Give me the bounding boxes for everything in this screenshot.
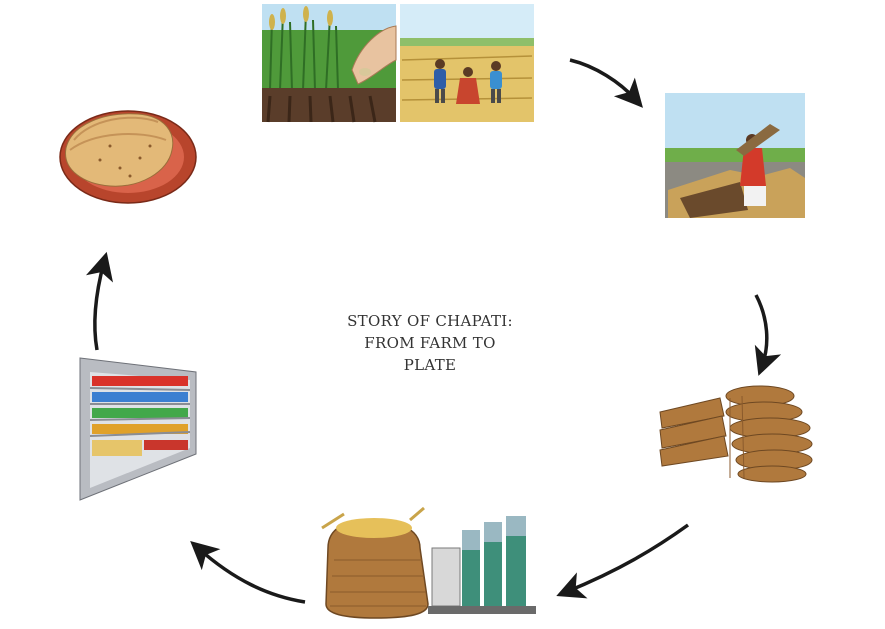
- arrow-harvest-to-threshing: [569, 58, 643, 108]
- sacks-illustration: [659, 385, 813, 483]
- title-line-1: STORY OF CHAPATI:: [347, 312, 513, 330]
- arrow-threshing-to-sacks: [754, 294, 782, 376]
- arrow-shelf-to-plate: [85, 251, 114, 351]
- diagram-title: STORY OF CHAPATI: FROM FARM TO PLATE: [300, 310, 560, 376]
- harvest-illustration: [400, 4, 534, 122]
- title-line-2: FROM FARM TO: [364, 334, 496, 352]
- mill-illustration: [321, 506, 536, 619]
- threshing-illustration: [665, 93, 805, 218]
- title-line-3: PLATE: [403, 356, 457, 374]
- sowing-illustration: [262, 4, 397, 123]
- chapati-illustration: [59, 110, 197, 204]
- shelf-illustration: [79, 357, 197, 501]
- arrow-sacks-to-mill: [556, 523, 690, 599]
- arrow-mill-to-shelf: [190, 541, 306, 604]
